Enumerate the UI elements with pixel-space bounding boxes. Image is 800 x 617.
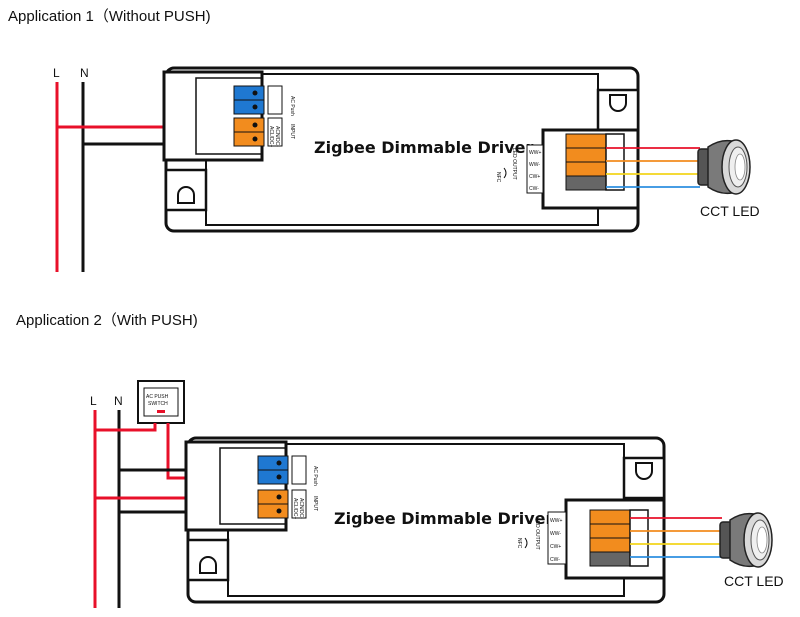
app1-nfc-icon	[503, 167, 507, 179]
app1-output-terminal-2: WW-	[529, 162, 540, 168]
app1-input-label: INPUT	[289, 124, 295, 139]
app2-input-terminal-block	[184, 440, 307, 532]
app2-driver-title: Zigbee Dimmable Driver	[334, 509, 553, 528]
app2-input-terminal-2: ACN/DC-	[298, 498, 304, 519]
app2-neutral-label: N	[114, 394, 123, 408]
app2-switch-feed	[95, 423, 157, 432]
app1-output-terminal-4: CW-	[529, 186, 539, 192]
app1-output-terminal-1: WW+	[529, 150, 541, 156]
app1-cct-led-icon	[697, 139, 751, 195]
app1-nfc-label: NFC	[495, 172, 501, 183]
app2-lamp-label: CCT LED	[724, 573, 784, 589]
app2-output-terminal-1: WW+	[550, 518, 562, 524]
app2-input-label: INPUT	[312, 496, 318, 511]
app1-input-terminal-block	[162, 70, 283, 162]
app1-input-terminal-1: ACL/DC+	[268, 126, 274, 147]
app2-push-switch	[137, 380, 185, 424]
app1-neutral-label: N	[80, 66, 89, 80]
app2-output-label: LED OUTPUT	[534, 518, 540, 550]
app2-ac-push-label: AC Push	[312, 466, 318, 486]
app1-driver-housing	[164, 66, 640, 233]
app1-driver-title: Zigbee Dimmable Driver	[314, 138, 533, 157]
app2-switch-label-1: AC PUSH	[146, 394, 169, 400]
app1-live-label: L	[53, 66, 60, 80]
app2-nfc-label: NFC	[516, 538, 522, 549]
app1-lamp-label: CCT LED	[700, 203, 760, 219]
app2-caption: Application 2（With PUSH)	[16, 312, 198, 329]
app1-ac-push-label: AC Push	[289, 96, 295, 116]
app1-input-terminal-2: ACN/DC-	[274, 126, 280, 147]
app2-live-label: L	[90, 394, 97, 408]
app1-caption: Application 1（Without PUSH)	[8, 8, 211, 25]
app2-output-terminal-2: WW-	[550, 531, 561, 537]
app2-nfc-icon	[524, 537, 528, 549]
app1-output-terminal-3: CW+	[529, 174, 540, 180]
app2-input-terminal-1: ACL/DC+	[292, 498, 298, 519]
app2-cct-led-icon	[719, 512, 773, 568]
app1-output-label: LED OUTPUT	[511, 148, 517, 180]
app2-switch-label-2: SWITCH	[148, 401, 168, 407]
app2-output-terminal-3: CW+	[550, 544, 561, 550]
app1-output-terminal-block	[526, 128, 640, 210]
app2-output-terminal-4: CW-	[550, 557, 560, 563]
app2-output-terminal-block	[547, 498, 666, 580]
